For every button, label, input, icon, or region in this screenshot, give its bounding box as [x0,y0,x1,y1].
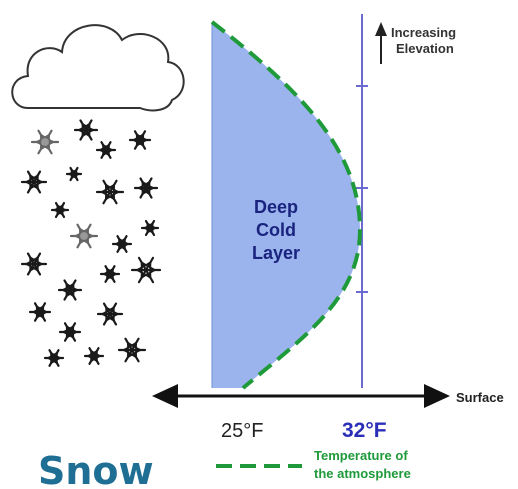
snowflake-icon [117,337,147,363]
surface-axis [152,384,450,408]
snowflake-icon [30,129,60,155]
cloud-icon [11,24,185,112]
snowflake-icon [140,219,160,237]
cold-layer-label-line1: Deep [254,197,298,217]
cold-layer-label-line2: Cold [256,220,296,240]
legend-label-line2: the atmosphere [314,466,411,481]
snowflake-icon [95,179,125,205]
snowflake-icon [20,252,48,276]
legend-label-line1: Temperature of [314,448,408,463]
snowflake-icon [73,119,99,141]
arrow-up-icon [375,22,387,64]
snowflakes-group [20,119,162,367]
snowflake-icon [69,223,99,249]
snowflake-icon [133,177,159,199]
elevation-label-line1: Increasing [391,25,456,40]
temperature-curve [210,20,363,390]
snowflake-icon [58,322,82,342]
snowflake-icon [20,170,48,194]
snowflake-icon [130,256,162,284]
snowflake-icon [50,201,70,219]
snowflake-icon [57,279,83,301]
temp-32-label: 32°F [342,419,387,442]
cold-layer-label-line3: Layer [252,243,300,263]
snowflake-icon [111,235,133,253]
snowflake-icon [96,302,124,326]
snowflake-icon [128,130,152,150]
temp-25-label: 25°F [221,420,263,442]
snowflake-icon [83,347,105,365]
snowflake-icon [99,265,121,283]
snow-title: Snow [38,449,154,489]
snowflake-icon [28,302,52,322]
freezing-line-ticks [356,85,368,293]
snowflake-icon [95,141,117,159]
surface-label: Surface [456,390,504,405]
deep-cold-layer-region [212,22,360,388]
snowflake-icon [43,349,65,367]
snowflake-icon [65,166,83,182]
elevation-label-line2: Elevation [396,41,454,56]
